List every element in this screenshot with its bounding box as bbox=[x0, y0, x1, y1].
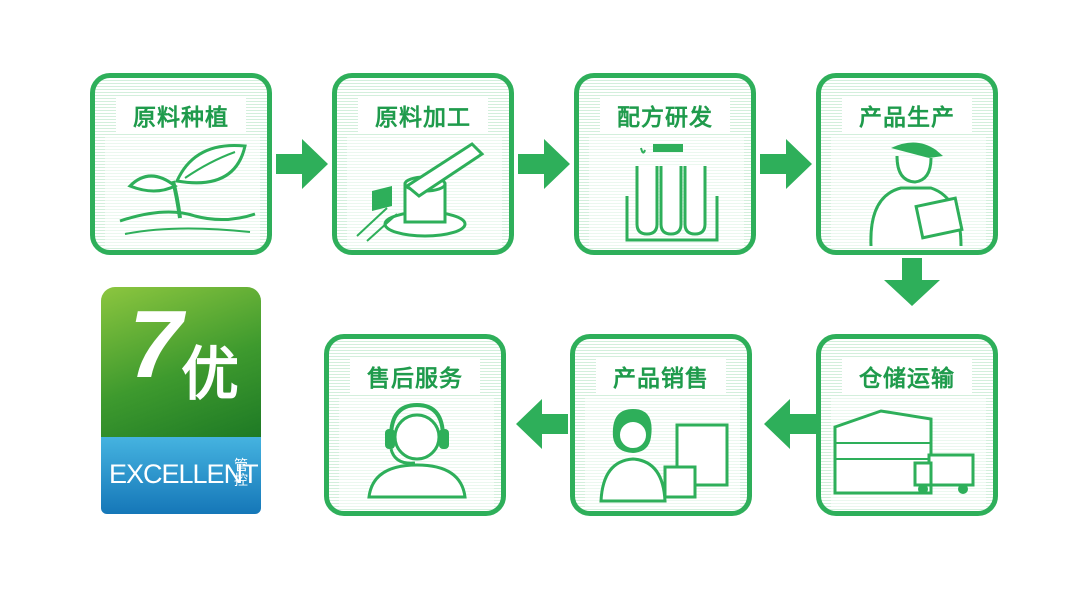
step-production: 产品生产 bbox=[816, 73, 998, 255]
headset-support-icon bbox=[339, 397, 494, 507]
flow-arrow-right bbox=[276, 139, 328, 189]
step-sales: 产品销售 bbox=[570, 334, 752, 516]
step-title: 原料种植 bbox=[116, 96, 246, 134]
step-title: 仓储运输 bbox=[842, 357, 972, 395]
step-planting: 原料种植 bbox=[90, 73, 272, 255]
logo-character: 优 bbox=[181, 340, 240, 408]
step-title: 产品生产 bbox=[842, 96, 972, 134]
logo-english-text: EXCELLENT bbox=[109, 459, 259, 489]
salesperson-icon bbox=[585, 397, 740, 507]
step-formula-rd: 配方研发 bbox=[574, 73, 756, 255]
test-tubes-icon bbox=[589, 136, 744, 246]
logo-leaf-panel bbox=[101, 287, 261, 437]
flow-arrow-right bbox=[760, 139, 812, 189]
logo-number: 7 bbox=[129, 291, 183, 398]
flow-arrow-right bbox=[518, 139, 570, 189]
processing-machine-icon bbox=[347, 136, 502, 246]
worker-icon bbox=[831, 136, 986, 246]
logo-chinese-text: 管控 bbox=[234, 458, 248, 489]
step-warehouse-transport: 仓储运输 bbox=[816, 334, 998, 516]
step-title: 产品销售 bbox=[596, 357, 726, 395]
flow-arrow-down bbox=[884, 258, 940, 306]
step-title: 配方研发 bbox=[600, 96, 730, 134]
step-title: 售后服务 bbox=[350, 357, 480, 395]
flow-arrow-left bbox=[516, 399, 568, 449]
step-after-sales: 售后服务 bbox=[324, 334, 506, 516]
flow-arrow-left bbox=[764, 399, 816, 449]
sprout-icon bbox=[105, 136, 260, 246]
step-title: 原料加工 bbox=[358, 96, 488, 134]
step-processing: 原料加工 bbox=[332, 73, 514, 255]
warehouse-truck-icon bbox=[831, 397, 986, 507]
logo-blue-panel bbox=[101, 437, 261, 514]
excellent-control-logo: 7 优 EXCELLENT 管控 bbox=[101, 287, 261, 514]
